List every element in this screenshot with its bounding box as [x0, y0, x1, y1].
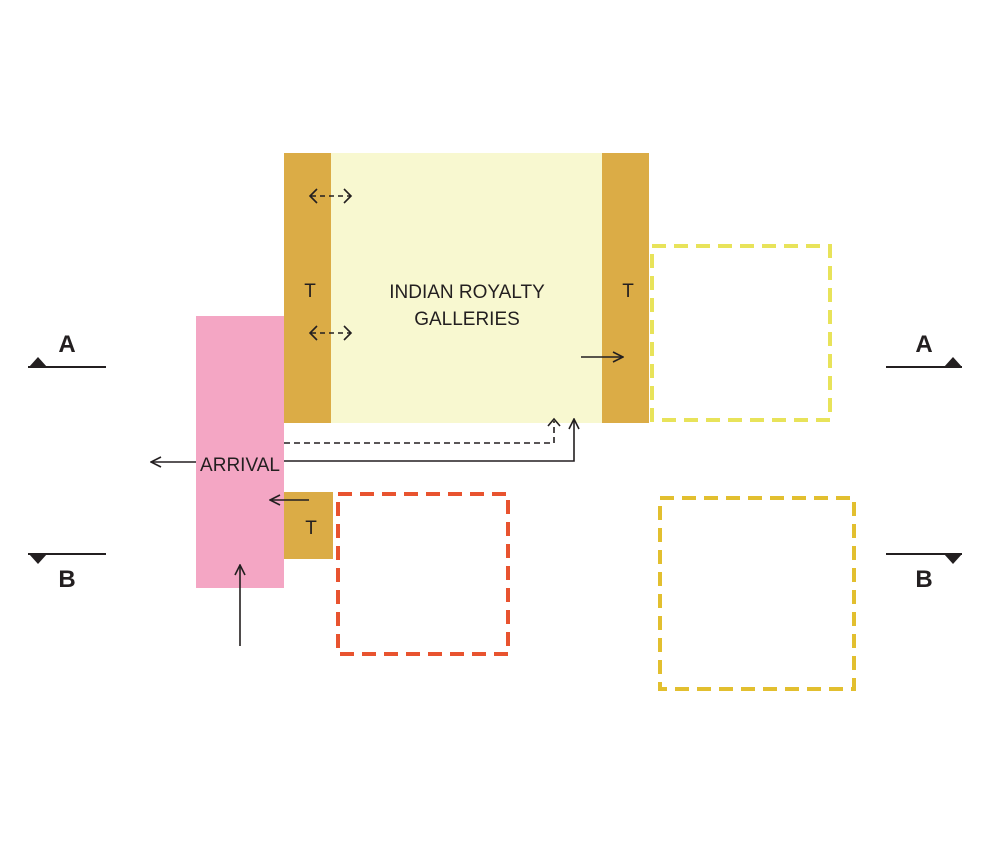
transition-block-bottom — [284, 492, 333, 559]
section-marker-a-right: A — [886, 331, 962, 368]
gallery-label-line1: INDIAN ROYALTY — [389, 282, 545, 303]
dashed-path-arrow-icon — [284, 417, 561, 444]
section-marker-icon — [944, 357, 962, 367]
transition-label-left: T — [304, 281, 316, 302]
future-zone-gold — [658, 496, 856, 691]
section-marker-icon — [944, 554, 962, 564]
transition-block-left — [284, 153, 331, 423]
arrival-label: ARRIVAL — [200, 455, 280, 476]
gallery-block — [331, 153, 602, 423]
future-zone-orange-red — [336, 492, 510, 656]
transition-label-right: T — [622, 281, 634, 302]
gallery-label-line2: GALLERIES — [414, 309, 520, 330]
section-marker-b-left: B — [28, 553, 106, 593]
transition-block-right — [602, 153, 649, 423]
dashed-double-arrow-icon — [308, 325, 353, 341]
section-marker-icon — [29, 357, 47, 367]
section-label-a-left: A — [58, 331, 75, 358]
section-marker-a-left: A — [28, 331, 106, 368]
section-label-b-right: B — [915, 566, 932, 593]
future-zone-light-yellow — [650, 244, 832, 422]
dashed-double-arrow-icon — [308, 188, 353, 204]
section-marker-icon — [29, 554, 47, 564]
arrow-icon — [284, 419, 574, 462]
section-label-a-right: A — [915, 331, 932, 358]
section-label-b-left: B — [58, 566, 75, 593]
transition-label-bottom: T — [305, 518, 317, 539]
section-marker-b-right: B — [886, 553, 962, 593]
arrival-block — [196, 316, 284, 588]
